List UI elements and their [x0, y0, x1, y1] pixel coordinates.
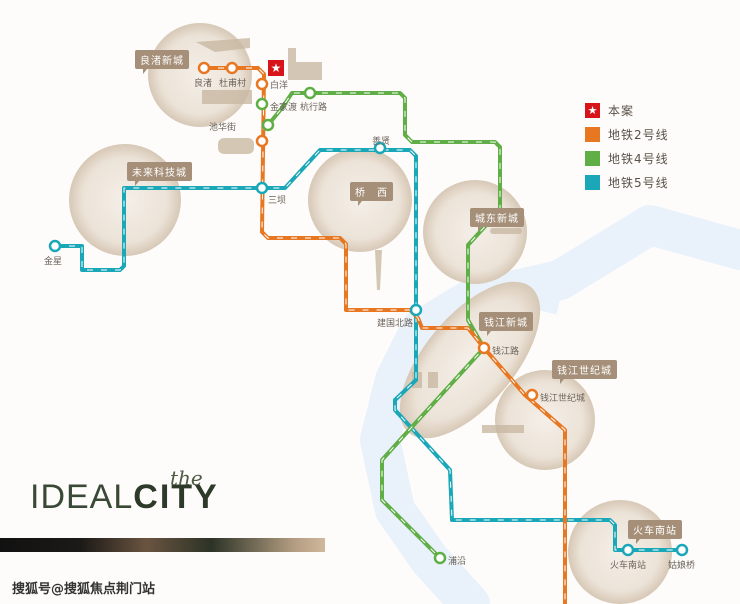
district-tag-qianjiang: 钱江新城: [479, 312, 533, 336]
decorative-bar: [0, 538, 325, 552]
station-puyan: [433, 551, 447, 565]
map-legend: ★ 本案 地铁2号线 地铁4号线 地铁5号线: [585, 98, 669, 194]
district-tag-future-tech: 未来科技城: [127, 162, 192, 186]
district-tag-chengdong: 城东新城: [470, 208, 524, 232]
station-label-jianguobeilu: 建国北路: [377, 319, 414, 329]
station-hangxinglu: [303, 86, 317, 100]
station-guniangqiao: [675, 543, 689, 557]
station-duyucun: [225, 61, 239, 75]
station-label-qianjiangshijicheng: 钱江世纪城: [540, 394, 586, 404]
station-label-shanxian: 善贤: [372, 137, 391, 147]
station-label-liangzhu: 良渚: [194, 79, 213, 89]
line-5-swatch: [585, 174, 600, 190]
station-jinxing: [48, 239, 62, 253]
watermark: 搜狐号@搜狐焦点荆门站: [12, 582, 156, 597]
station-jinjiadu: [255, 97, 269, 111]
logo-the: the: [170, 466, 203, 490]
legend-item-line-4: 地铁4号线: [585, 146, 669, 170]
station-qianjianglu: [477, 341, 491, 355]
legend-item-project: ★ 本案: [585, 98, 669, 122]
station-label-puyan: 浦沿: [448, 557, 467, 567]
station-unnamed: [255, 134, 269, 148]
district-bubble-liangzhu: [148, 23, 252, 127]
logo-city: CITY: [133, 478, 219, 516]
station-jianguobeilu: [409, 303, 423, 317]
building-illustrations: [196, 38, 524, 433]
station-baiyang: [255, 77, 269, 91]
district-tag-liangzhu: 良渚新城: [135, 50, 189, 74]
district-tag-qianjiang-century: 钱江世纪城: [552, 360, 617, 384]
station-label-qianjianglu: 钱江路: [492, 347, 520, 357]
station-label-hangxinglu: 杭行路: [300, 103, 328, 113]
star-icon: ★: [270, 61, 282, 75]
river: [360, 205, 740, 604]
logo-ideal: IDEAL: [30, 478, 134, 516]
ideal-city-logo: the IDEALCITY: [30, 466, 219, 517]
station-sanba: [255, 181, 269, 195]
station-label-chihuajie: 池华街: [209, 123, 237, 133]
line-4-swatch: [585, 150, 600, 166]
station-label-baiyang: 白洋: [270, 81, 289, 91]
star-icon: ★: [585, 102, 600, 118]
legend-label: 地铁2号线: [608, 127, 669, 142]
station-label-guniangqiao: 姑娘桥: [668, 561, 696, 571]
station-shanxian: [373, 141, 387, 155]
legend-label: 地铁5号线: [608, 175, 669, 190]
station-label-sanba: 三坝: [268, 196, 287, 206]
station-qianjiangshijicheng: [525, 388, 539, 402]
legend-label: 地铁4号线: [608, 151, 669, 166]
station-label-jinjiadu: 金家渡: [270, 103, 298, 113]
district-tag-qiaoxi: 桥 西: [350, 182, 393, 206]
legend-item-line-5: 地铁5号线: [585, 170, 669, 194]
line-2-swatch: [585, 126, 600, 142]
project-marker: ★: [268, 60, 284, 76]
station-label-huochenanzhan: 火车南站: [610, 561, 647, 571]
legend-item-line-2: 地铁2号线: [585, 122, 669, 146]
station-label-duyucun: 杜甫村: [219, 79, 247, 89]
legend-label: 本案: [608, 103, 635, 118]
station-liangzhu: [197, 61, 211, 75]
district-tag-south-rail: 火车南站: [628, 520, 682, 544]
station-chihuajie: [261, 118, 275, 132]
station-huochenanzhan: [621, 543, 635, 557]
station-label-jinxing: 金星: [44, 257, 63, 267]
district-bubble-qianjiang-century: [495, 370, 595, 470]
